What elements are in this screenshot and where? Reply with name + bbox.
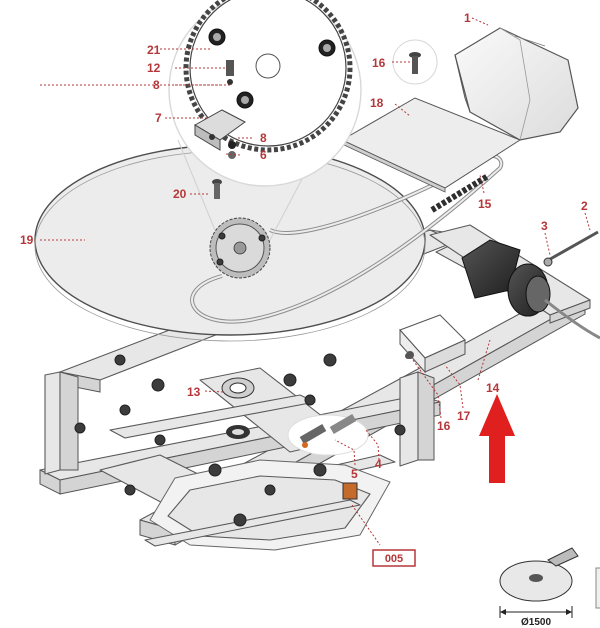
callout-6: 6: [260, 148, 267, 162]
callout-18: 18: [370, 96, 384, 110]
screw-top: [392, 39, 438, 85]
callout-labels: 1 2 3 4 5 6 7 8 8 12 13 14 15 16 16 17 1…: [20, 11, 588, 481]
callout-17: 17: [457, 409, 471, 423]
screw-20: [212, 179, 222, 199]
callout-1: 1: [464, 11, 471, 25]
thumbnail-dimension: Ø1500: [521, 617, 551, 628]
part-badge: 005: [372, 549, 416, 567]
small-sprocket: [209, 217, 271, 279]
screw-lower: [406, 351, 414, 359]
control-box: [399, 314, 466, 374]
leader-lines: [40, 17, 591, 546]
callout-16-top: 16: [372, 56, 386, 70]
callout-2: 2: [581, 199, 588, 213]
callout-15: 15: [478, 197, 492, 211]
callout-7: 7: [155, 111, 162, 125]
callout-16-bottom: 16: [437, 419, 451, 433]
bracket: [194, 109, 246, 159]
callout-3: 3: [541, 219, 548, 233]
motor-cover: [454, 27, 579, 141]
bearing: [221, 377, 255, 439]
shaft: [543, 230, 599, 267]
callout-13: 13: [187, 385, 201, 399]
callout-20: 20: [173, 187, 187, 201]
thumbnail: Ø1500: [499, 547, 600, 628]
red-arrow: [479, 394, 515, 483]
callout-8-upper: 8: [153, 78, 160, 92]
callout-5: 5: [351, 467, 358, 481]
gear-motor: [461, 239, 600, 340]
large-sprocket: [183, 0, 353, 153]
callout-21: 21: [147, 43, 161, 57]
callout-4: 4: [375, 457, 382, 471]
callout-14: 14: [486, 381, 500, 395]
drive-chain: [190, 153, 504, 324]
callout-19: 19: [20, 233, 34, 247]
badge-label: 005: [385, 553, 403, 565]
cover-plate: [340, 97, 522, 193]
clamp-part: [342, 482, 358, 500]
chain-segment: [430, 173, 490, 213]
sensor-parts: [287, 414, 369, 456]
callout-12: 12: [147, 61, 161, 75]
callout-8-lower: 8: [260, 131, 267, 145]
roller-wheels: [74, 353, 406, 527]
